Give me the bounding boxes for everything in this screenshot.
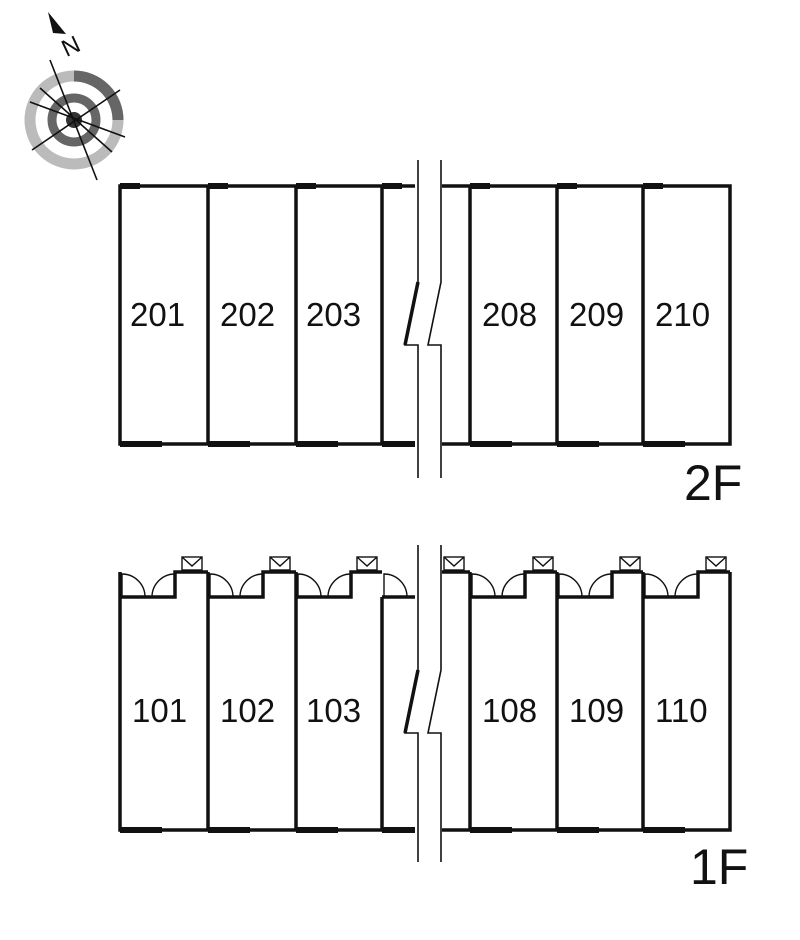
unit-209: 209 xyxy=(569,296,624,333)
unit-102: 102 xyxy=(220,692,275,729)
unit-108: 108 xyxy=(482,692,537,729)
unit-103: 103 xyxy=(306,692,361,729)
floor-label-1f: 1F xyxy=(690,839,748,895)
unit-208: 208 xyxy=(482,296,537,333)
unit-101: 101 xyxy=(132,692,187,729)
unit-202: 202 xyxy=(220,296,275,333)
unit-203: 203 xyxy=(306,296,361,333)
unit-210: 210 xyxy=(655,296,710,333)
unit-110: 110 xyxy=(655,692,708,729)
compass-north-label: N xyxy=(58,31,85,63)
floor-label-2f: 2F xyxy=(684,455,742,511)
floor-2f: 201 202 203 208 209 210 2F xyxy=(118,160,742,511)
unit-109: 109 xyxy=(569,692,624,729)
unit-201: 201 xyxy=(130,296,185,333)
compass-rose-icon: N xyxy=(24,12,126,181)
floor-1f: 101 102 103 108 109 110 1F xyxy=(118,545,748,895)
